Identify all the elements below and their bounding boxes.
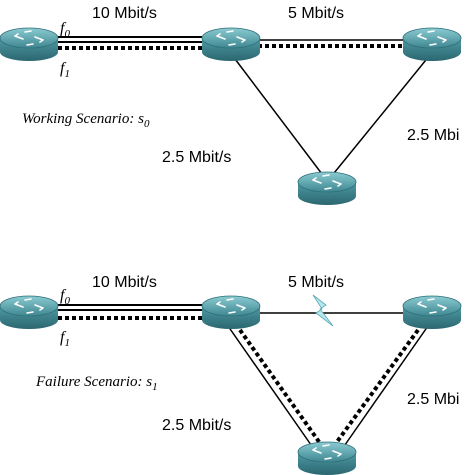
- top-router-middle: [201, 27, 261, 62]
- top-router-right: [402, 27, 462, 62]
- working-scenario-panel: 10 Mbit/s 5 Mbit/s 2.5 Mbit/s 2.5 Mbi f0…: [0, 5, 462, 206]
- top-link-right: [230, 39, 430, 48]
- bottom-link-left: [30, 304, 228, 320]
- top-router-left: [0, 27, 59, 62]
- top-router-bottom: [297, 171, 357, 206]
- bottom-router-bottom: [297, 441, 357, 475]
- failure-scenario-label: Failure Scenario: s1: [35, 374, 158, 393]
- bottom-router-middle: [201, 295, 261, 330]
- top-link-bottom-left: [231, 54, 326, 179]
- bottom-link-bottom-right: [332, 325, 429, 453]
- bottom-router-left: [0, 295, 59, 330]
- top-link-bottom-right: [329, 54, 431, 179]
- bottom-flow-f1-label: f1: [60, 329, 70, 349]
- top-rate-bottom-left: 2.5 Mbit/s: [162, 149, 231, 166]
- top-rate-right: 5 Mbit/s: [288, 5, 344, 22]
- bottom-rate-bottom-left: 2.5 Mbit/s: [162, 417, 231, 434]
- top-rate-left: 10 Mbit/s: [92, 5, 157, 22]
- bottom-router-right: [402, 295, 462, 330]
- bottom-link-bottom-left: [227, 325, 324, 453]
- link-failure-bolt-icon: [312, 294, 334, 327]
- bottom-flow-f0-label: f0: [60, 287, 70, 307]
- top-flow-f0-label: f0: [60, 20, 70, 40]
- failure-scenario-panel: 10 Mbit/s 5 Mbit/s 2.5 Mbit/s 2.5 Mbi f0…: [0, 274, 462, 475]
- bottom-rate-right: 5 Mbit/s: [288, 274, 344, 291]
- top-link-left: [30, 36, 228, 50]
- bottom-rate-left: 10 Mbit/s: [92, 274, 157, 291]
- bottom-rate-bottom-right: 2.5 Mbi: [407, 391, 459, 408]
- working-scenario-label: Working Scenario: s0: [22, 111, 150, 130]
- top-flow-f1-label: f1: [60, 60, 70, 80]
- top-rate-bottom-right: 2.5 Mbi: [407, 127, 459, 144]
